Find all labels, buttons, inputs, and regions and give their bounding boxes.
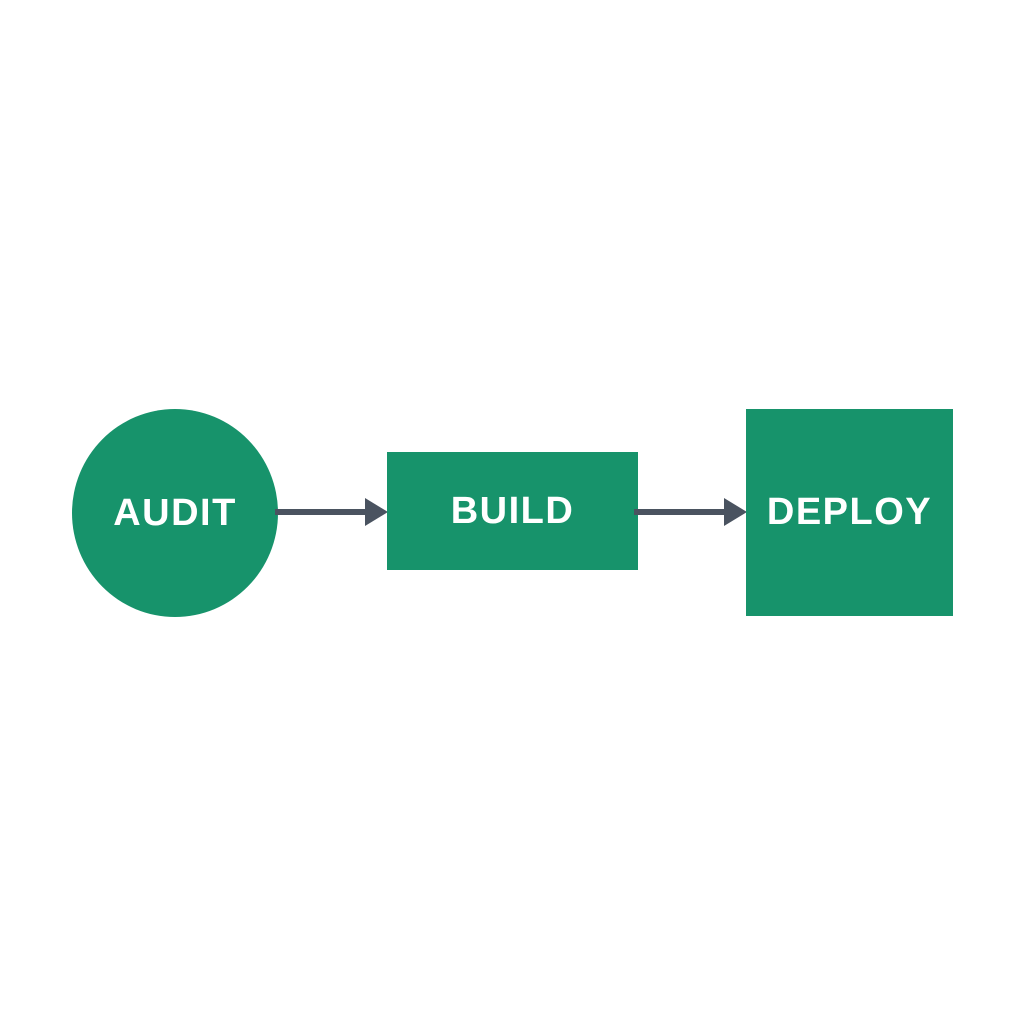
arrow-audit-to-build-icon xyxy=(275,498,388,526)
node-deploy: DEPLOY xyxy=(746,409,953,616)
node-audit-label: AUDIT xyxy=(113,491,237,534)
arrow-head xyxy=(724,498,747,526)
node-build-label: BUILD xyxy=(450,489,575,532)
node-deploy-label: DEPLOY xyxy=(766,491,933,533)
arrow-head xyxy=(365,498,388,526)
node-build: BUILD xyxy=(387,452,638,570)
arrow-build-to-deploy-icon xyxy=(634,498,747,526)
node-audit: AUDIT xyxy=(72,409,278,617)
